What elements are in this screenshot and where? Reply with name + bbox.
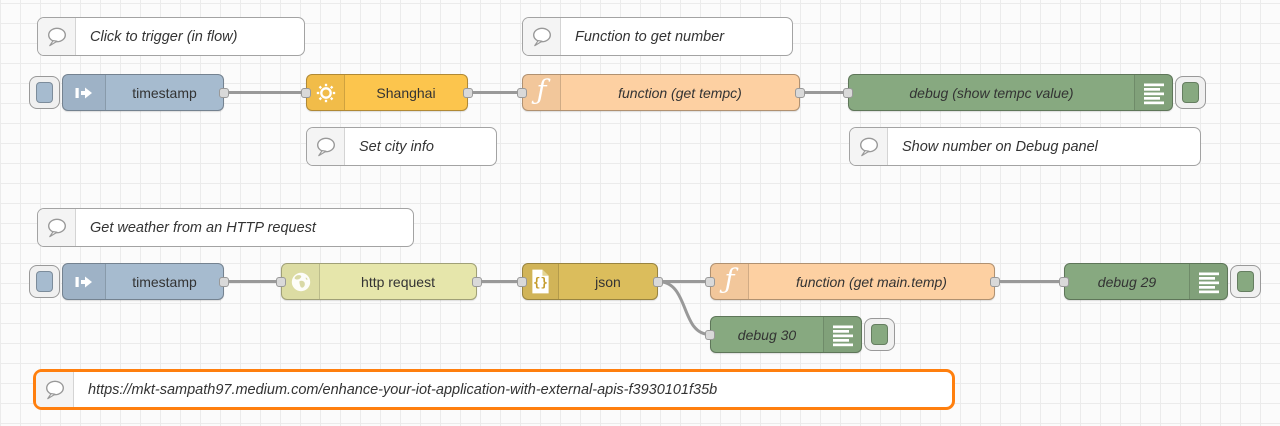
debug-list-icon <box>823 317 861 352</box>
comment-get-weather-http[interactable]: Get weather from an HTTP request <box>37 208 414 247</box>
port-weather-out[interactable] <box>463 87 473 98</box>
comment-label: Set city info <box>359 138 434 155</box>
port-http-in[interactable] <box>276 276 286 287</box>
function-f-icon: ƒ <box>523 75 561 110</box>
node-debug-show-tempc-value[interactable]: debug (show tempc value) <box>848 74 1206 111</box>
node-json[interactable]: {} json <box>522 263 658 300</box>
comment-label: https://mkt-sampath97.medium.com/enhance… <box>88 381 718 398</box>
node-label: Shanghai <box>376 84 436 101</box>
port-debug29-in[interactable] <box>1059 276 1069 287</box>
debug-toggle-button[interactable] <box>1175 76 1206 109</box>
speech-bubble-icon <box>36 372 74 407</box>
node-label: function (get tempc) <box>618 84 742 101</box>
node-label: json <box>595 273 621 290</box>
debug-toggle-button[interactable] <box>1230 265 1261 298</box>
node-label: timestamp <box>132 273 197 290</box>
comment-label: Show number on Debug panel <box>902 138 1098 155</box>
port-inject2-out[interactable] <box>219 276 229 287</box>
speech-bubble-icon <box>523 18 561 55</box>
node-label: timestamp <box>132 84 197 101</box>
port-weather-in[interactable] <box>301 87 311 98</box>
comment-medium-url-selected[interactable]: https://mkt-sampath97.medium.com/enhance… <box>33 369 955 410</box>
node-label: debug 30 <box>737 326 797 343</box>
node-openweathermap-shanghai[interactable]: Shanghai <box>306 74 468 111</box>
comment-function-to-get-number[interactable]: Function to get number <box>522 17 793 56</box>
debug-list-icon <box>1189 264 1227 299</box>
speech-bubble-icon <box>850 128 888 165</box>
inject-run-button[interactable] <box>29 76 60 109</box>
inject-arrow-icon <box>63 264 106 299</box>
port-function2-out[interactable] <box>990 276 1000 287</box>
debug-toggle-button[interactable] <box>864 318 895 351</box>
speech-bubble-icon <box>38 209 76 246</box>
node-debug-29[interactable]: debug 29 <box>1064 263 1261 300</box>
speech-bubble-icon <box>38 18 76 55</box>
wire-json-debug30[interactable] <box>657 280 711 336</box>
port-http-out[interactable] <box>472 276 482 287</box>
comment-label: Get weather from an HTTP request <box>90 219 316 236</box>
port-function1-in[interactable] <box>517 87 527 98</box>
speech-bubble-icon <box>307 128 345 165</box>
comment-label: Function to get number <box>575 28 725 45</box>
node-inject-timestamp-1[interactable]: timestamp <box>29 74 224 111</box>
function-f-icon: ƒ <box>711 264 749 299</box>
comment-label: Click to trigger (in flow) <box>90 28 238 45</box>
globe-icon <box>282 264 320 299</box>
comment-show-number-on-debug-panel[interactable]: Show number on Debug panel <box>849 127 1201 166</box>
node-label: debug 29 <box>1097 273 1157 290</box>
debug-list-icon <box>1134 75 1172 110</box>
inject-run-button[interactable] <box>29 265 60 298</box>
node-function-get-main-temp[interactable]: ƒ function (get main.temp) <box>710 263 995 300</box>
node-label: function (get main.temp) <box>796 273 947 290</box>
port-json-in[interactable] <box>517 276 527 287</box>
inject-arrow-icon <box>63 75 106 110</box>
port-function2-in[interactable] <box>705 276 715 287</box>
sun-icon <box>307 75 345 110</box>
comment-set-city-info[interactable]: Set city info <box>306 127 497 166</box>
port-function1-out[interactable] <box>795 87 805 98</box>
node-label: http request <box>361 273 435 290</box>
comment-click-to-trigger[interactable]: Click to trigger (in flow) <box>37 17 305 56</box>
port-json-out[interactable] <box>653 276 663 287</box>
node-function-get-tempc[interactable]: ƒ function (get tempc) <box>522 74 800 111</box>
node-http-request[interactable]: http request <box>281 263 477 300</box>
port-debug30-in[interactable] <box>705 329 715 340</box>
node-inject-timestamp-2[interactable]: timestamp <box>29 263 224 300</box>
node-label: debug (show tempc value) <box>909 84 1074 101</box>
node-debug-30[interactable]: debug 30 <box>710 316 895 353</box>
port-debug1-in[interactable] <box>843 87 853 98</box>
json-file-icon: {} <box>523 264 559 299</box>
svg-text:{}: {} <box>533 274 548 289</box>
port-inject1-out[interactable] <box>219 87 229 98</box>
